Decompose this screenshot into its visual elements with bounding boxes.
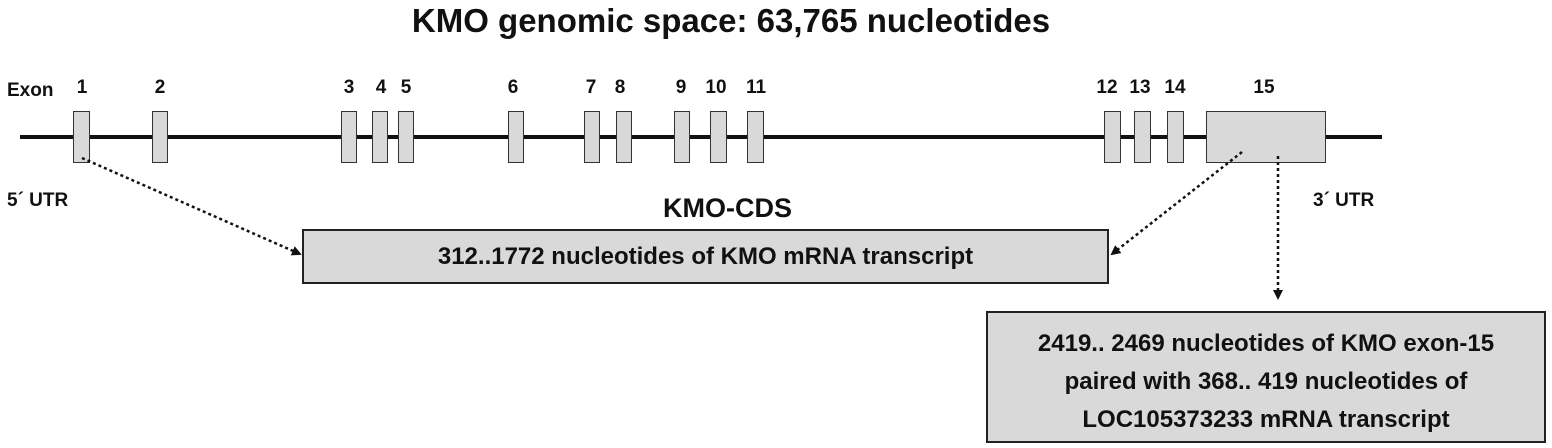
exon-number-15: 15 bbox=[1253, 77, 1275, 98]
exon-box-9 bbox=[674, 111, 690, 163]
utr3-label: 3´ UTR bbox=[1313, 190, 1375, 211]
exon-number-8: 8 bbox=[614, 77, 626, 98]
pairing-line-3: LOC105373233 mRNA transcript bbox=[1082, 406, 1450, 433]
exon-number-3: 3 bbox=[343, 77, 355, 98]
exon-number-10: 10 bbox=[705, 77, 727, 98]
exon-box-10 bbox=[710, 111, 727, 163]
pairing-line-1: 2419.. 2469 nucleotides of KMO exon-15 bbox=[1037, 330, 1495, 357]
arrow-exon1-to-cds bbox=[81, 156, 302, 256]
exon-box-15 bbox=[1206, 111, 1326, 163]
exon-number-2: 2 bbox=[154, 77, 166, 98]
exon-box-13 bbox=[1134, 111, 1151, 163]
exon-number-12: 12 bbox=[1096, 77, 1118, 98]
exon-box-6 bbox=[508, 111, 524, 163]
exon-number-9: 9 bbox=[675, 77, 687, 98]
exon-number-14: 14 bbox=[1164, 77, 1186, 98]
exon-number-11: 11 bbox=[745, 77, 767, 98]
exon-number-5: 5 bbox=[400, 77, 412, 98]
exon-box-11 bbox=[747, 111, 764, 163]
exon-number-7: 7 bbox=[585, 77, 597, 98]
exon-number-1: 1 bbox=[76, 77, 88, 98]
cds-transcript-box: 312..1772 nucleotides of KMO mRNA transc… bbox=[302, 229, 1109, 284]
pairing-line-2: paired with 368.. 419 nucleotides of bbox=[1064, 368, 1468, 395]
arrow-exon15-to-cds bbox=[1110, 151, 1243, 256]
exon-box-2 bbox=[152, 111, 168, 163]
exon-number-4: 4 bbox=[375, 77, 387, 98]
exon-box-8 bbox=[616, 111, 632, 163]
exon-number-13: 13 bbox=[1129, 77, 1151, 98]
exon-box-5 bbox=[398, 111, 414, 163]
exon-box-3 bbox=[341, 111, 357, 163]
exon-number-6: 6 bbox=[507, 77, 519, 98]
pairing-info-box: 2419.. 2469 nucleotides of KMO exon-15 p… bbox=[986, 311, 1546, 443]
gene-backbone-line bbox=[20, 135, 1382, 139]
exon-box-12 bbox=[1104, 111, 1121, 163]
utr5-label: 5´ UTR bbox=[7, 190, 69, 211]
cds-label: KMO-CDS bbox=[663, 193, 792, 223]
exon-box-4 bbox=[372, 111, 388, 163]
exon-row-label: Exon bbox=[7, 80, 54, 101]
exon-box-14 bbox=[1167, 111, 1184, 163]
diagram-title: KMO genomic space: 63,765 nucleotides bbox=[411, 2, 1051, 39]
exon-box-1 bbox=[73, 111, 90, 163]
exon-box-7 bbox=[584, 111, 600, 163]
